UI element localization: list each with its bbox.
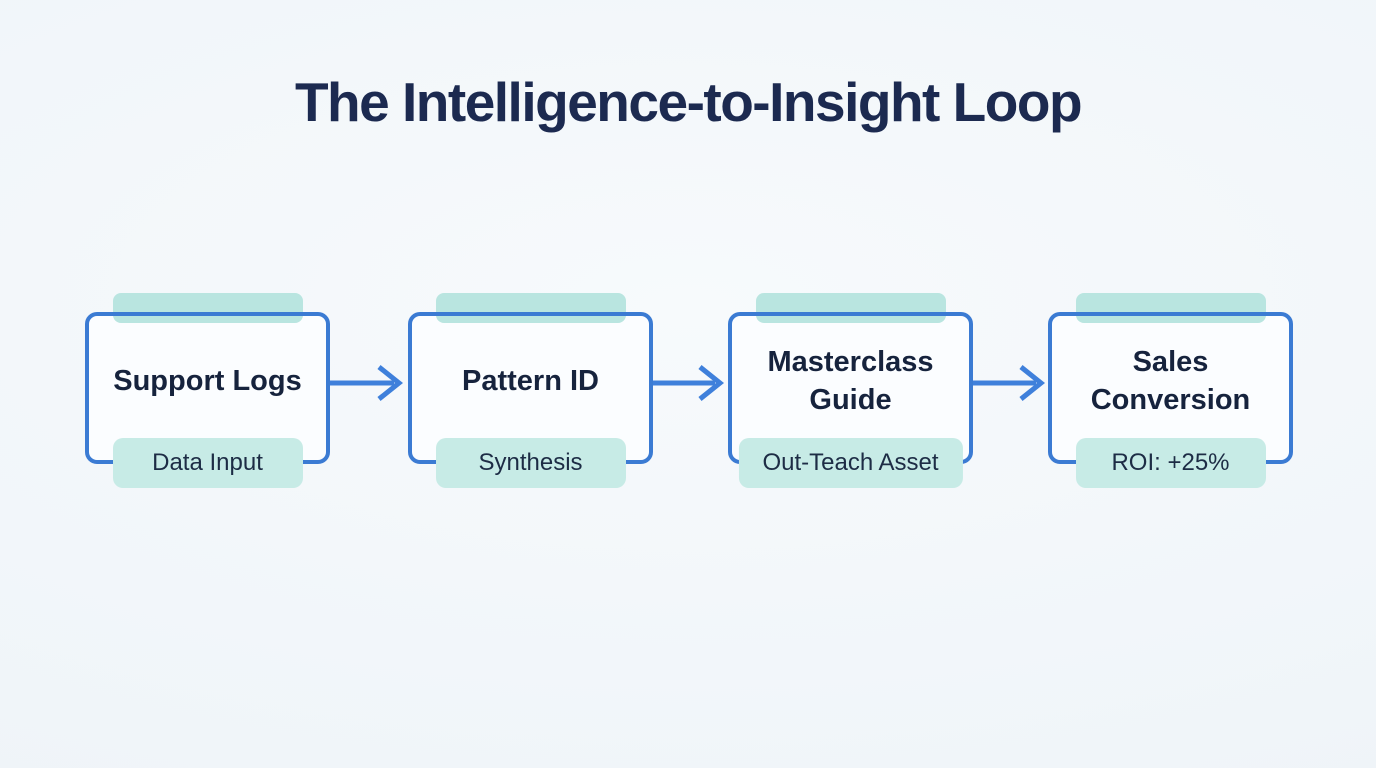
node-badge: ROI: +25% <box>1075 438 1266 488</box>
arrow-right-icon <box>653 365 725 401</box>
arrow-right-icon <box>973 365 1046 401</box>
node-badge: Out-Teach Asset <box>738 438 963 488</box>
diagram-title: The Intelligence-to-Insight Loop <box>294 71 1083 133</box>
node-label: Support Logs <box>113 364 302 397</box>
flow-node-support-logs: Support Logs Data Input <box>85 293 330 488</box>
node-badge: Synthesis <box>435 438 626 488</box>
node-label: Pattern ID <box>462 364 599 397</box>
node-top-accent-bar <box>1075 293 1266 323</box>
node-top-accent-bar <box>755 293 946 323</box>
flow-node-pattern-id: Pattern ID Synthesis <box>408 293 653 488</box>
node-top-accent-bar <box>112 293 303 323</box>
node-label: Sales Conversion <box>1090 345 1251 416</box>
node-top-accent-bar <box>435 293 626 323</box>
flow-node-sales-conversion: Sales Conversion ROI: +25% <box>1048 293 1293 488</box>
flow-node-masterclass-guide: Masterclass Guide Out-Teach Asset <box>728 293 973 488</box>
arrow-right-icon <box>330 365 404 401</box>
node-label: Masterclass Guide <box>767 345 934 416</box>
node-badge: Data Input <box>112 438 303 488</box>
